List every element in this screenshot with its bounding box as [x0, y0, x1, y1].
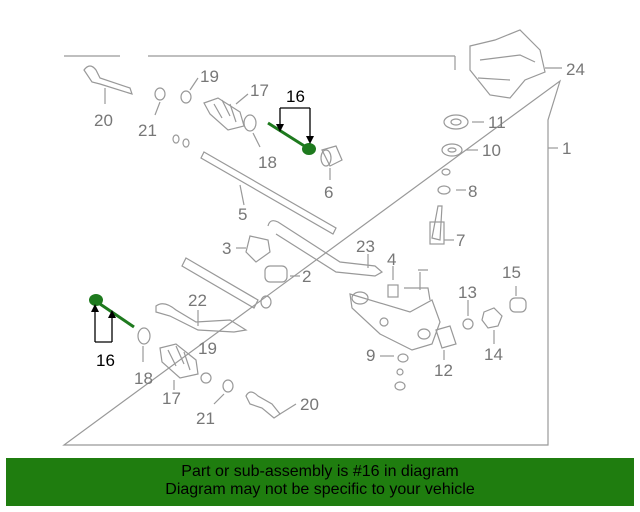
- part-17-boot-bottom: [159, 343, 199, 390]
- callout-17-top: 17: [250, 81, 269, 100]
- callout-21-bottom: 21: [196, 409, 215, 428]
- callout-9: 9: [366, 346, 375, 365]
- diagram-notice-banner: Part or sub-assembly is #16 in diagram D…: [6, 458, 634, 506]
- part-5-rack: [200, 151, 337, 235]
- callout-4: 4: [387, 250, 396, 269]
- callout-labels: 1 2 3 4 5 6 7 8 9 10 11 12 13 14 15 17 1…: [94, 60, 585, 428]
- o-rings: [172, 134, 190, 148]
- banner-line-1: Part or sub-assembly is #16 in diagram: [181, 463, 459, 480]
- callout-18-top: 18: [258, 153, 277, 172]
- callout-20-bottom: 20: [300, 395, 319, 414]
- part-24-cover: [469, 29, 562, 99]
- callout-14: 14: [484, 345, 503, 364]
- part-10-seal: [441, 143, 478, 157]
- part-16-inner-tie-rod-top: [267, 107, 316, 155]
- callout-21-top: 21: [138, 121, 157, 140]
- parts-diagram: 1 2 3 4 5 6 7 8 9 10 11 12 13 14 15 17 1…: [62, 29, 585, 446]
- callout-8: 8: [468, 182, 477, 201]
- part-11-seal: [443, 114, 484, 130]
- part-14-nut: [481, 307, 503, 344]
- part-21-nut-bottom: [213, 379, 234, 405]
- callout-11: 11: [488, 113, 506, 132]
- callout-15: 15: [502, 263, 521, 282]
- rack-housing-tube: [181, 257, 272, 309]
- part-8-washer: [437, 168, 466, 195]
- part-21-nut-top: [154, 87, 166, 116]
- callout-6: 6: [324, 183, 333, 202]
- callout-7: 7: [456, 231, 465, 250]
- callout-24: 24: [566, 60, 585, 79]
- part-17-boot-top: [203, 93, 249, 131]
- part-7-pinion: [429, 205, 454, 245]
- part-23-pipe: [267, 220, 384, 277]
- part-22-pipe: [155, 303, 248, 333]
- banner-line-2: Diagram may not be specific to your vehi…: [165, 481, 475, 498]
- callout-17-bottom: 17: [162, 389, 181, 408]
- part-4-valve: [387, 266, 399, 298]
- callout-20-top: 20: [94, 111, 113, 130]
- callout-1: 1: [562, 139, 571, 158]
- part-13-cap: [462, 300, 474, 330]
- assembly-outline: [62, 55, 562, 446]
- part-19-clamp-top: [180, 77, 199, 104]
- part-15-cap: [509, 286, 527, 313]
- callout-18-bottom: 18: [134, 369, 153, 388]
- gear-housing: [349, 269, 441, 351]
- highlight-callouts: 16 16: [96, 87, 305, 370]
- callout-19-bottom: 19: [198, 339, 217, 358]
- part-20-tie-rod-end-top: [83, 65, 133, 104]
- part-2-bushing: [264, 265, 300, 283]
- callout-13: 13: [458, 283, 477, 302]
- part-16-inner-tie-rod-bottom: [89, 294, 135, 343]
- callout-5: 5: [238, 205, 247, 224]
- part-18-clamp-top: [243, 114, 261, 148]
- callout-23: 23: [356, 237, 375, 256]
- part-12-plug: [435, 325, 457, 360]
- callout-22: 22: [188, 291, 207, 310]
- part-3-clamp: [236, 235, 271, 263]
- part-18-clamp-bottom: [137, 327, 151, 362]
- part-19-clamp-bottom: [200, 372, 212, 384]
- part-9-washer: [380, 353, 409, 391]
- callout-10: 10: [482, 141, 501, 160]
- callout-16-bottom: 16: [96, 351, 115, 370]
- callout-3: 3: [222, 239, 231, 258]
- callout-12: 12: [434, 361, 453, 380]
- part-20-tie-rod-end-bottom: [245, 391, 297, 419]
- callout-16-top: 16: [286, 87, 305, 106]
- part-6-bushing: [320, 145, 343, 180]
- callout-2: 2: [302, 267, 311, 286]
- callout-19-top: 19: [200, 67, 219, 86]
